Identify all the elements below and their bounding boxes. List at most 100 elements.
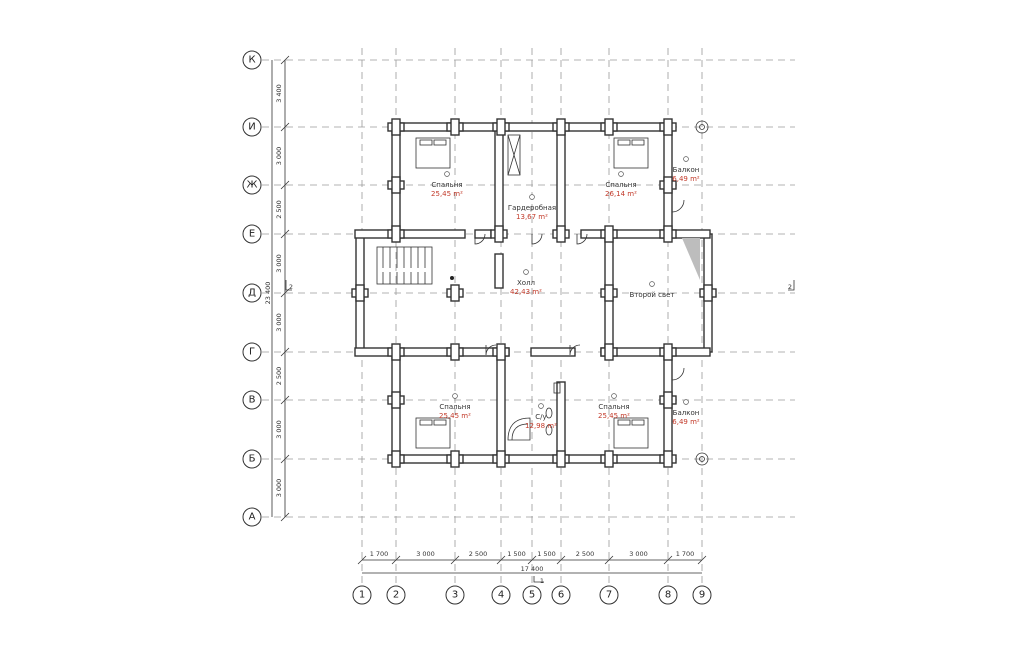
room-name: Холл <box>517 279 535 287</box>
log-end <box>450 118 460 136</box>
bed-icon <box>415 417 451 449</box>
dim-tick <box>357 555 367 565</box>
log-end <box>604 284 614 302</box>
dim-label: 1 500 <box>507 550 526 558</box>
walls <box>351 118 717 468</box>
axis-bubble-col <box>692 585 712 605</box>
axis-label-row: К <box>248 55 255 66</box>
room-area: 42,43 m² <box>510 288 542 296</box>
dim-label: 3 000 <box>275 420 283 439</box>
pillow-icon <box>419 419 433 426</box>
balcony-door-icon <box>671 367 685 381</box>
room-name: Спальня <box>598 403 629 411</box>
door-icon <box>569 344 581 356</box>
dim-tick <box>496 555 506 565</box>
room-marker-icon <box>683 399 689 405</box>
log-end <box>663 391 673 409</box>
section-arrow-icon <box>788 280 795 291</box>
dim-label: 3 000 <box>275 313 283 332</box>
log-end <box>604 450 614 468</box>
pillow-icon <box>617 419 631 426</box>
door-icon <box>474 233 486 245</box>
void-shading <box>682 238 700 280</box>
dim-tick <box>663 555 673 565</box>
axis-bubble-col <box>522 585 542 605</box>
axis-bubble-row <box>242 117 262 137</box>
pillow-icon <box>433 139 447 146</box>
log-end <box>494 225 504 243</box>
log-end <box>391 391 401 409</box>
dim-label: 2 500 <box>275 367 283 386</box>
post-icon <box>699 456 705 462</box>
pillow-icon <box>631 139 645 146</box>
dim-label: 1 700 <box>676 550 695 558</box>
axis-label-row: В <box>249 395 256 406</box>
dim-label: 3 000 <box>629 550 648 558</box>
room-marker-icon <box>452 393 458 399</box>
pillow-icon <box>631 419 645 426</box>
wall-int <box>556 381 566 460</box>
log-end <box>496 450 506 468</box>
room-label: Второй свет <box>629 281 675 299</box>
axis-label-row: Д <box>248 288 256 299</box>
dim-tick <box>604 555 614 565</box>
log-end <box>450 343 460 361</box>
room-label: С/у12,98 m² <box>525 403 557 430</box>
axis-label-row: Ж <box>247 180 258 191</box>
wall-south <box>395 454 669 464</box>
axis-bubble-col <box>445 585 465 605</box>
axis-bubble-row <box>242 224 262 244</box>
toilet-icon <box>545 424 553 436</box>
dim-tick <box>280 347 290 357</box>
dim-label: 3 400 <box>275 84 283 103</box>
room-marker-icon <box>618 171 624 177</box>
dim-tick <box>527 555 537 565</box>
axis-label-col: 4 <box>498 590 504 601</box>
wall-north <box>395 122 669 132</box>
axis-label-col: 8 <box>665 590 671 601</box>
log-end <box>663 225 673 243</box>
axis-label-col: 1 <box>359 590 365 601</box>
dim-label: 1 700 <box>370 550 389 558</box>
room-name: Гардеробная <box>508 204 556 212</box>
axis-label-row: А <box>249 512 256 523</box>
log-end <box>496 118 506 136</box>
dim-label: 2 500 <box>275 200 283 219</box>
room-marker-icon <box>683 156 689 162</box>
log-end <box>556 118 566 136</box>
wall-int <box>395 229 466 239</box>
axis-bubble-col <box>551 585 571 605</box>
axis-bubble-row <box>242 390 262 410</box>
dim-label: 1 500 <box>537 550 556 558</box>
section-arrow-icon <box>285 280 292 291</box>
axis-bubble-col <box>352 585 372 605</box>
stair-arrow-dot <box>450 276 454 280</box>
room-marker-icon <box>529 194 535 200</box>
dim-tick <box>450 555 460 565</box>
log-end <box>450 284 460 302</box>
dim-tick <box>280 454 290 464</box>
room-name: С/у <box>535 413 546 421</box>
dim-label: 2 500 <box>469 550 488 558</box>
bed-icon <box>415 137 451 169</box>
bathtub-icon <box>507 417 531 441</box>
pillow-icon <box>617 139 631 146</box>
room-area: 25,45 m² <box>439 412 471 420</box>
wall-int <box>496 351 506 460</box>
room-marker-icon <box>538 403 544 409</box>
wall-int <box>474 229 492 239</box>
axis-label-row: Г <box>249 347 255 358</box>
staircase-icon <box>376 246 433 285</box>
log-end <box>391 450 401 468</box>
axis-label-col: 5 <box>529 590 535 601</box>
room-marker-icon <box>444 171 450 177</box>
axis-bubble-col <box>599 585 619 605</box>
